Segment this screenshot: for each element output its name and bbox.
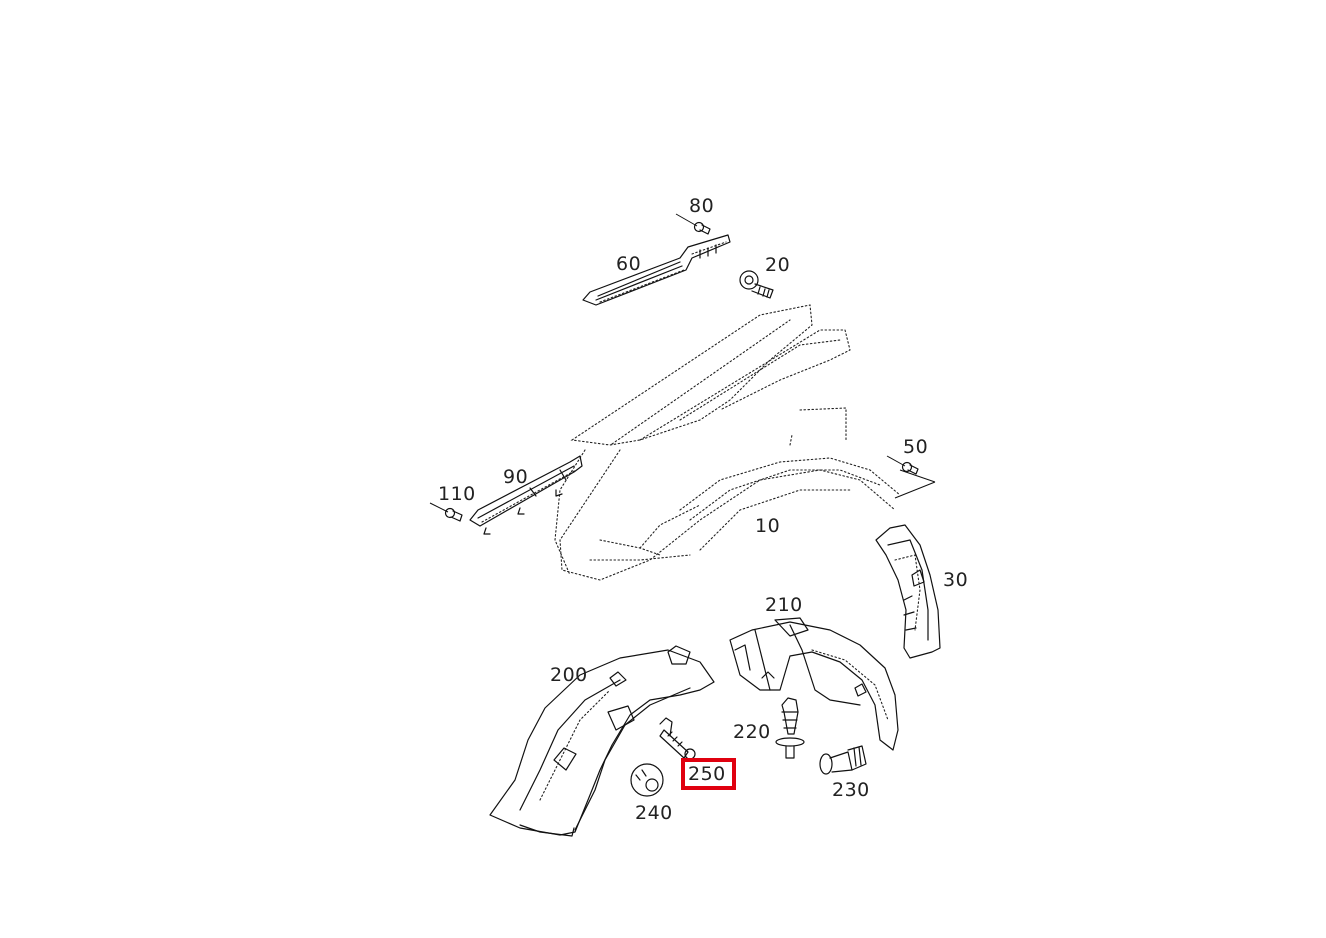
- part-90-bracket[interactable]: [469, 455, 583, 535]
- callout-10[interactable]: 10: [755, 515, 780, 537]
- callout-20[interactable]: 20: [765, 254, 790, 276]
- part-210-liner[interactable]: [729, 617, 899, 751]
- part-30-support[interactable]: [875, 524, 941, 659]
- callout-60[interactable]: 60: [616, 253, 641, 275]
- part-200-liner[interactable]: [489, 645, 715, 837]
- part-80-bolt[interactable]: [675, 213, 711, 235]
- callout-30[interactable]: 30: [943, 569, 968, 591]
- part-220-clip[interactable]: [775, 697, 805, 759]
- callout-230[interactable]: 230: [832, 779, 870, 801]
- part-110-bolt[interactable]: [429, 502, 463, 522]
- part-60-bracket[interactable]: [582, 234, 731, 306]
- callout-240[interactable]: 240: [635, 802, 673, 824]
- callout-50[interactable]: 50: [903, 436, 928, 458]
- part-240-cap[interactable]: [630, 763, 664, 797]
- part-50-bolt[interactable]: [886, 455, 936, 499]
- callout-90[interactable]: 90: [503, 466, 528, 488]
- part-20-bolt[interactable]: [739, 270, 774, 299]
- callout-200[interactable]: 200: [550, 664, 588, 686]
- callout-80[interactable]: 80: [689, 195, 714, 217]
- callout-210[interactable]: 210: [765, 594, 803, 616]
- part-10-fender[interactable]: [554, 304, 901, 581]
- callout-220[interactable]: 220: [733, 721, 771, 743]
- callout-250[interactable]: 250: [688, 763, 726, 785]
- callout-110[interactable]: 110: [438, 483, 476, 505]
- selected-part-highlight: [681, 758, 736, 790]
- part-250-screw[interactable]: [659, 717, 696, 760]
- part-230-rivet[interactable]: [819, 745, 867, 775]
